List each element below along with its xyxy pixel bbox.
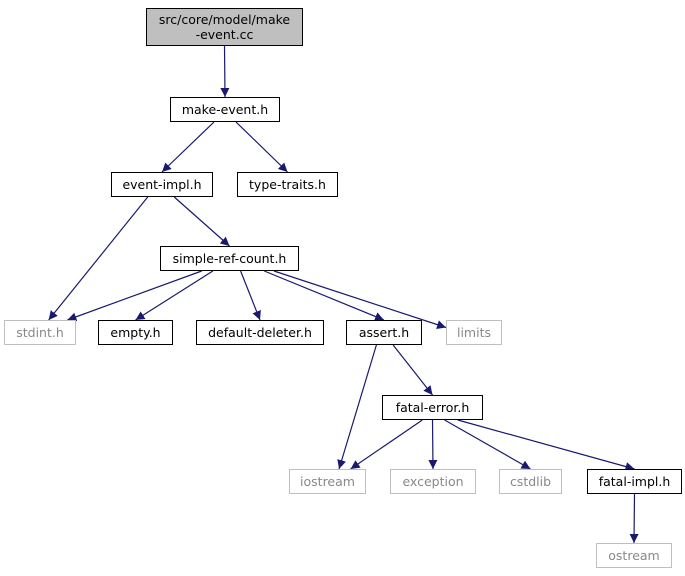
edge-simple-ref-count-h-to-default-deleter-h: [240, 270, 261, 321]
edge-fatal-error-h-to-fatal-impl-h: [457, 419, 635, 471]
node-type-traits-h[interactable]: type-traits.h: [237, 172, 338, 197]
node-assert-h[interactable]: assert.h: [346, 320, 422, 345]
edge-assert-h-to-fatal-error-h: [392, 344, 433, 396]
edge-simple-ref-count-h-to-stdint-h: [67, 270, 202, 322]
node-fatal-impl-h[interactable]: fatal-impl.h: [587, 469, 682, 494]
node-empty-h[interactable]: empty.h: [98, 320, 173, 345]
node-root-line1: src/core/model/make: [158, 12, 291, 27]
node-root-line2: -event.cc: [195, 27, 254, 42]
edge-fatal-impl-h-to-ostream: [629, 493, 639, 544]
node-event-impl-h[interactable]: event-impl.h: [111, 172, 213, 197]
node-ostream[interactable]: ostream: [596, 543, 672, 568]
edge-event-impl-h-to-stdint-h: [48, 196, 149, 321]
node-simple-ref-count-h[interactable]: simple-ref-count.h: [160, 246, 299, 271]
edge-root-to-make-event-h: [220, 45, 230, 98]
edge-fatal-error-h-to-cstdlib: [444, 419, 531, 470]
node-iostream[interactable]: iostream: [289, 469, 366, 494]
node-cstdlib[interactable]: cstdlib: [499, 469, 562, 494]
node-root-file[interactable]: src/core/model/make -event.cc: [146, 8, 303, 46]
node-make-event-h[interactable]: make-event.h: [170, 97, 280, 122]
edge-fatal-error-h-to-iostream: [350, 419, 423, 470]
edge-event-impl-h-to-simple-ref-count-h: [173, 196, 230, 247]
edge-make-event-h-to-event-impl-h: [161, 121, 215, 173]
edge-assert-h-to-iostream: [337, 344, 377, 470]
edge-simple-ref-count-h-to-limits: [273, 270, 447, 329]
node-stdint-h[interactable]: stdint.h: [4, 320, 76, 345]
edge-simple-ref-count-h-to-empty-h: [135, 270, 214, 321]
node-default-deleter-h[interactable]: default-deleter.h: [196, 320, 324, 345]
node-fatal-error-h[interactable]: fatal-error.h: [382, 395, 483, 420]
edge-simple-ref-count-h-to-assert-h: [264, 270, 385, 321]
node-exception[interactable]: exception: [390, 469, 476, 494]
edge-fatal-error-h-to-exception: [428, 419, 438, 470]
edge-make-event-h-to-type-traits-h: [235, 121, 288, 173]
node-limits[interactable]: limits: [446, 320, 502, 345]
